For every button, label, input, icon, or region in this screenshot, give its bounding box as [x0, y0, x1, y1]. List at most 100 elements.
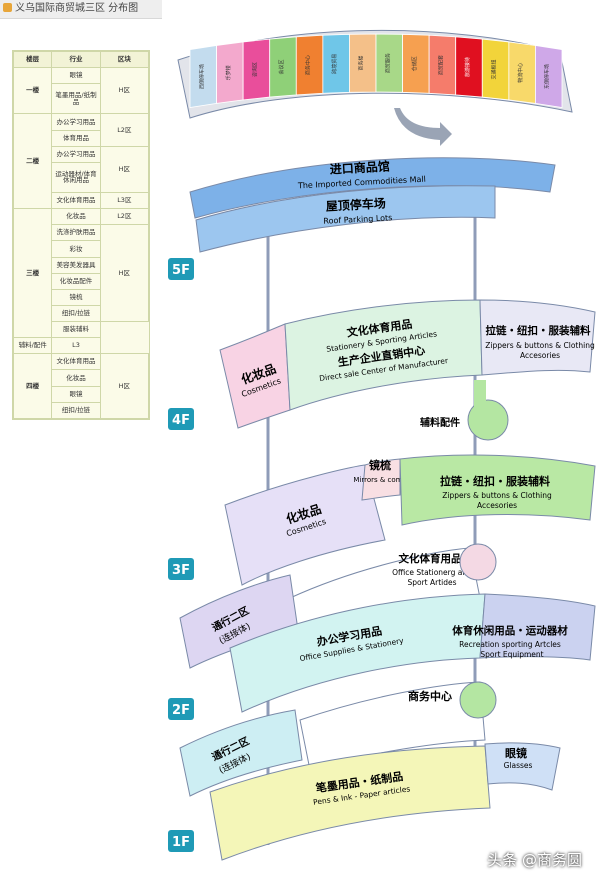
site-map-block-label: 物流中心: [517, 63, 524, 83]
site-map-block-label: 西侧停车场: [198, 64, 205, 89]
band-3f-zippers: [399, 454, 596, 526]
site-map-block-label: 商贸配套: [437, 55, 444, 75]
legend-industry-cell: 文化体育用品: [51, 192, 101, 210]
legend-industry-cell: 运动器材/体育休闲用品: [51, 161, 101, 194]
label-3f-mirrors-cn: 镜梳: [369, 458, 391, 472]
band-1f-glasses: [484, 742, 561, 791]
site-map-block-label: 商务中心: [305, 55, 312, 75]
pin-4f-stem: [474, 380, 486, 410]
label-3f-zippers-en2: Accesories: [477, 501, 517, 510]
label-4f-accessories-cn: 辅料配件: [420, 416, 460, 429]
label-3f-stationery-en: Office Stationerg and: [392, 568, 472, 577]
legend-zone-cell: L3: [51, 337, 101, 355]
floor-badge-5f: [168, 258, 194, 280]
legend-industry-cell: 办公学习用品: [51, 145, 101, 163]
floor-badge-label: 4F: [172, 413, 190, 428]
legend-industry-cell: 文化体育用品: [51, 353, 101, 371]
legend-zone-cell: H区: [99, 224, 150, 323]
floor-badge-2f: [168, 698, 194, 720]
site-map-block-label: 东侧停车场: [544, 64, 551, 89]
label-3f-zippers-cn: 拉链・纽扣・服装辅料: [440, 474, 550, 488]
legend-header-row: 楼层行业区块: [12, 50, 150, 69]
label-5f-import-cn: 进口商品馆: [329, 158, 390, 176]
zoom-arrow: [394, 108, 452, 146]
floor-badge-label: 3F: [172, 563, 190, 578]
label-3f-stationery-cn: 文化体育用品: [398, 552, 462, 565]
legend-floor-cell: 三楼: [12, 208, 53, 339]
legend-header-cell: 区块: [99, 50, 150, 69]
mall-floor-diagram: 西侧停车场乐梦楼咨询区会议区商务中心跨境贸易商务楼商贸服务仓储区商贸配套旅游接待…: [168, 29, 596, 861]
label-2f-business-cn: 商务中心: [408, 689, 452, 703]
window-title: 义乌国际商贸城三区 分布图: [15, 3, 139, 14]
site-map-block-label: 旅游接待: [464, 57, 471, 77]
label-2f-sport-cn: 体育休闲用品・运动器材: [452, 624, 568, 637]
label-1f-glasses-en: Glasses: [504, 761, 533, 770]
site-map-block-label: 仓储区: [411, 56, 418, 71]
legend-zone-cell: H区: [99, 353, 150, 419]
window-title-bar: 义乌国际商贸城三区 分布图: [0, 0, 162, 19]
site-map-block-label: 会议区: [278, 59, 285, 74]
legend-industry-cell: 办公学习用品: [51, 113, 101, 131]
legend-zone-cell: L2区: [99, 113, 150, 147]
legend-industry-cell: 美容美发器具: [51, 256, 101, 274]
floor-badge-1f: [168, 830, 194, 852]
floor-badge-label: 1F: [172, 835, 190, 850]
label-4f-zippers-cn: 拉链・纽扣・服装辅料: [486, 324, 591, 337]
label-1f-glasses-cn: 眼镜: [505, 746, 527, 760]
legend-zone-cell: L2区: [99, 208, 150, 226]
pin-3f: [459, 543, 497, 581]
band-3f-cosmetics: [224, 464, 386, 586]
site-map-block-label: 交通枢纽: [491, 60, 498, 80]
band-4f-zippers: [479, 299, 596, 376]
site-map-block-label: 商贸服务: [384, 53, 391, 73]
band-2f-sport: [479, 593, 596, 661]
label-4f-zippers-en: Zippers & buttons & Clothing: [485, 341, 595, 350]
pin-2f: [459, 681, 497, 719]
label-4f-zippers-en2: Accesories: [520, 351, 560, 360]
watermark: 头条 @商务圆: [487, 851, 582, 869]
legend-header-cell: 楼层: [12, 50, 53, 69]
label-2f-sport-en: Recreation sporting Artcles: [459, 640, 561, 649]
legend-row: 笔墨用品/纸制品: [14, 83, 149, 115]
legend-zone-cell: H区: [99, 145, 150, 194]
legend-industry-cell: 纽扣/拉链: [51, 304, 101, 323]
floor-badge-label: 2F: [172, 703, 190, 718]
site-map-block-label: 乐梦楼: [225, 65, 232, 80]
label-3f-zippers-en: Zippers & buttons & Clothing: [442, 491, 552, 500]
top-site-map: 西侧停车场 乐梦楼 咨询区 会议区 商务中心 跨境贸易 商务楼 商贸服务 仓储区 商贸配套 旅游接待…: [177, 29, 573, 146]
legend-industry-cell: 服装辅料: [51, 321, 101, 339]
legend-industry-cell: 镜梳: [51, 288, 101, 306]
site-map-block: [535, 44, 563, 109]
legend-row: 运动器材/体育休闲用品: [14, 161, 149, 194]
site-map-block-label: 跨境贸易: [331, 54, 338, 74]
site-map-block-label: 商务楼: [358, 56, 365, 71]
legend-industry-cell: 辅料/配件: [12, 337, 53, 355]
legend-industry-cell: 化妆品: [51, 208, 101, 226]
legend-industry-cell: 体育用品: [51, 129, 101, 147]
floor-badge-label: 5F: [172, 263, 190, 278]
label-3f-stationery-en2: Sport Artides: [407, 578, 456, 587]
legend-industry-cell: 眼镜: [51, 67, 101, 85]
band-5f-roof: [195, 185, 496, 253]
site-map-block-label: 咨询区: [251, 62, 258, 77]
label-3f-mirrors-en: Mirrors & combs: [353, 476, 411, 484]
legend-zone-cell: L3区: [99, 192, 150, 210]
legend-industry-cell: 彩妆: [51, 240, 101, 258]
legend-floor-cell: 二楼: [12, 113, 53, 210]
label-5f-roof-cn: 屋顶停车场: [325, 195, 386, 213]
legend-industry-cell: 笔墨用品/纸制品: [51, 83, 101, 115]
legend-industry-cell: 纽扣/拉链: [51, 401, 101, 420]
legend-industry-cell: 化妆品: [51, 369, 101, 387]
legend-floor-cell: 四楼: [12, 353, 53, 419]
label-2f-sport-en2: Sport Equipment: [480, 650, 543, 659]
band-2f-corridor: [179, 709, 303, 797]
legend-row: 纽扣/拉链: [14, 401, 149, 420]
